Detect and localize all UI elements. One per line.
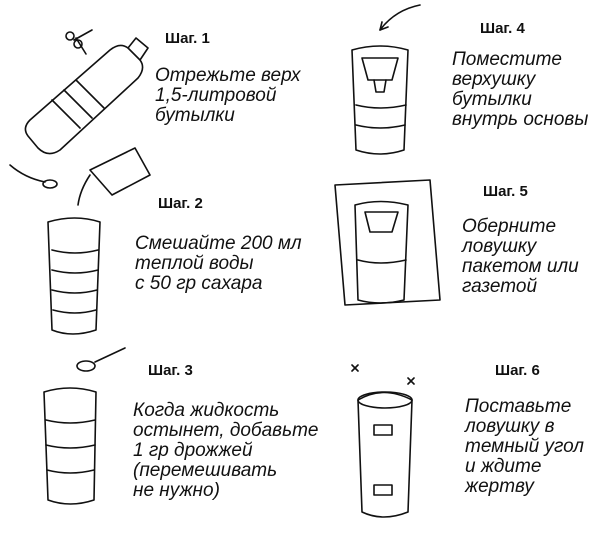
step-2-text: Смешайте 200 мл теплой воды с 50 гр саха… <box>135 234 302 294</box>
step-2-line: теплой воды <box>135 253 254 274</box>
step-5-line: ловушку <box>462 236 537 257</box>
step-2-title: Шаг. 2 <box>158 195 203 212</box>
step-1-title: Шаг. 1 <box>165 30 210 47</box>
step-6-line: Поставьте <box>465 396 572 417</box>
trap-assembly-illustration <box>351 4 421 155</box>
step-5-line: Оберните <box>462 216 557 237</box>
cup-yeast-illustration <box>43 347 126 505</box>
step-4-line: бутылки <box>452 89 532 110</box>
step-6-text: Поставьте ловушку в темный угол и ждите … <box>465 397 584 497</box>
step-6-line: ловушку в <box>465 416 555 437</box>
step-4-title: Шаг. 4 <box>480 20 525 37</box>
cup-sugar-illustration <box>9 147 151 335</box>
step-4-text: Поместите верхушку бутылки внутрь основы <box>452 50 588 130</box>
step-4-line: верхушку <box>452 69 536 90</box>
step-3-line: Когда жидкость <box>133 400 280 421</box>
step-5-line: газетой <box>462 276 538 297</box>
step-5-line: пакетом или <box>462 256 579 277</box>
step-4-line: внутрь основы <box>452 109 589 130</box>
step-5-text: Оберните ловушку пакетом или газетой <box>462 217 579 297</box>
step-6-title: Шаг. 6 <box>495 362 540 379</box>
finished-trap-illustration <box>351 364 415 518</box>
step-1-line: бутылки <box>155 105 235 126</box>
step-3-line: не нужно) <box>133 480 220 501</box>
step-4-line: Поместите <box>452 49 563 70</box>
step-3-line: (перемешивать <box>133 460 278 481</box>
step-3-title: Шаг. 3 <box>148 362 193 379</box>
step-6-line: жертву <box>465 476 534 497</box>
step-1-line: Отрежьте верх <box>155 65 301 86</box>
step-6-line: и ждите <box>465 456 542 477</box>
step-3-line: 1 гр дрожжей <box>133 440 253 461</box>
step-2-line: Смешайте 200 мл <box>135 233 302 254</box>
step-3-line: остынет, добавьте <box>133 420 319 441</box>
bottle-scissors-illustration <box>24 29 149 155</box>
wrapped-trap-illustration <box>334 179 441 306</box>
step-6-line: темный угол <box>465 436 585 457</box>
step-1-text: Отрежьте верх 1,5-литровой бутылки <box>155 66 301 126</box>
step-3-text: Когда жидкость остынет, добавьте 1 гр др… <box>133 401 318 501</box>
step-5-title: Шаг. 5 <box>483 183 528 200</box>
step-2-line: с 50 гр сахара <box>135 273 263 294</box>
step-1-line: 1,5-литровой <box>155 85 277 106</box>
